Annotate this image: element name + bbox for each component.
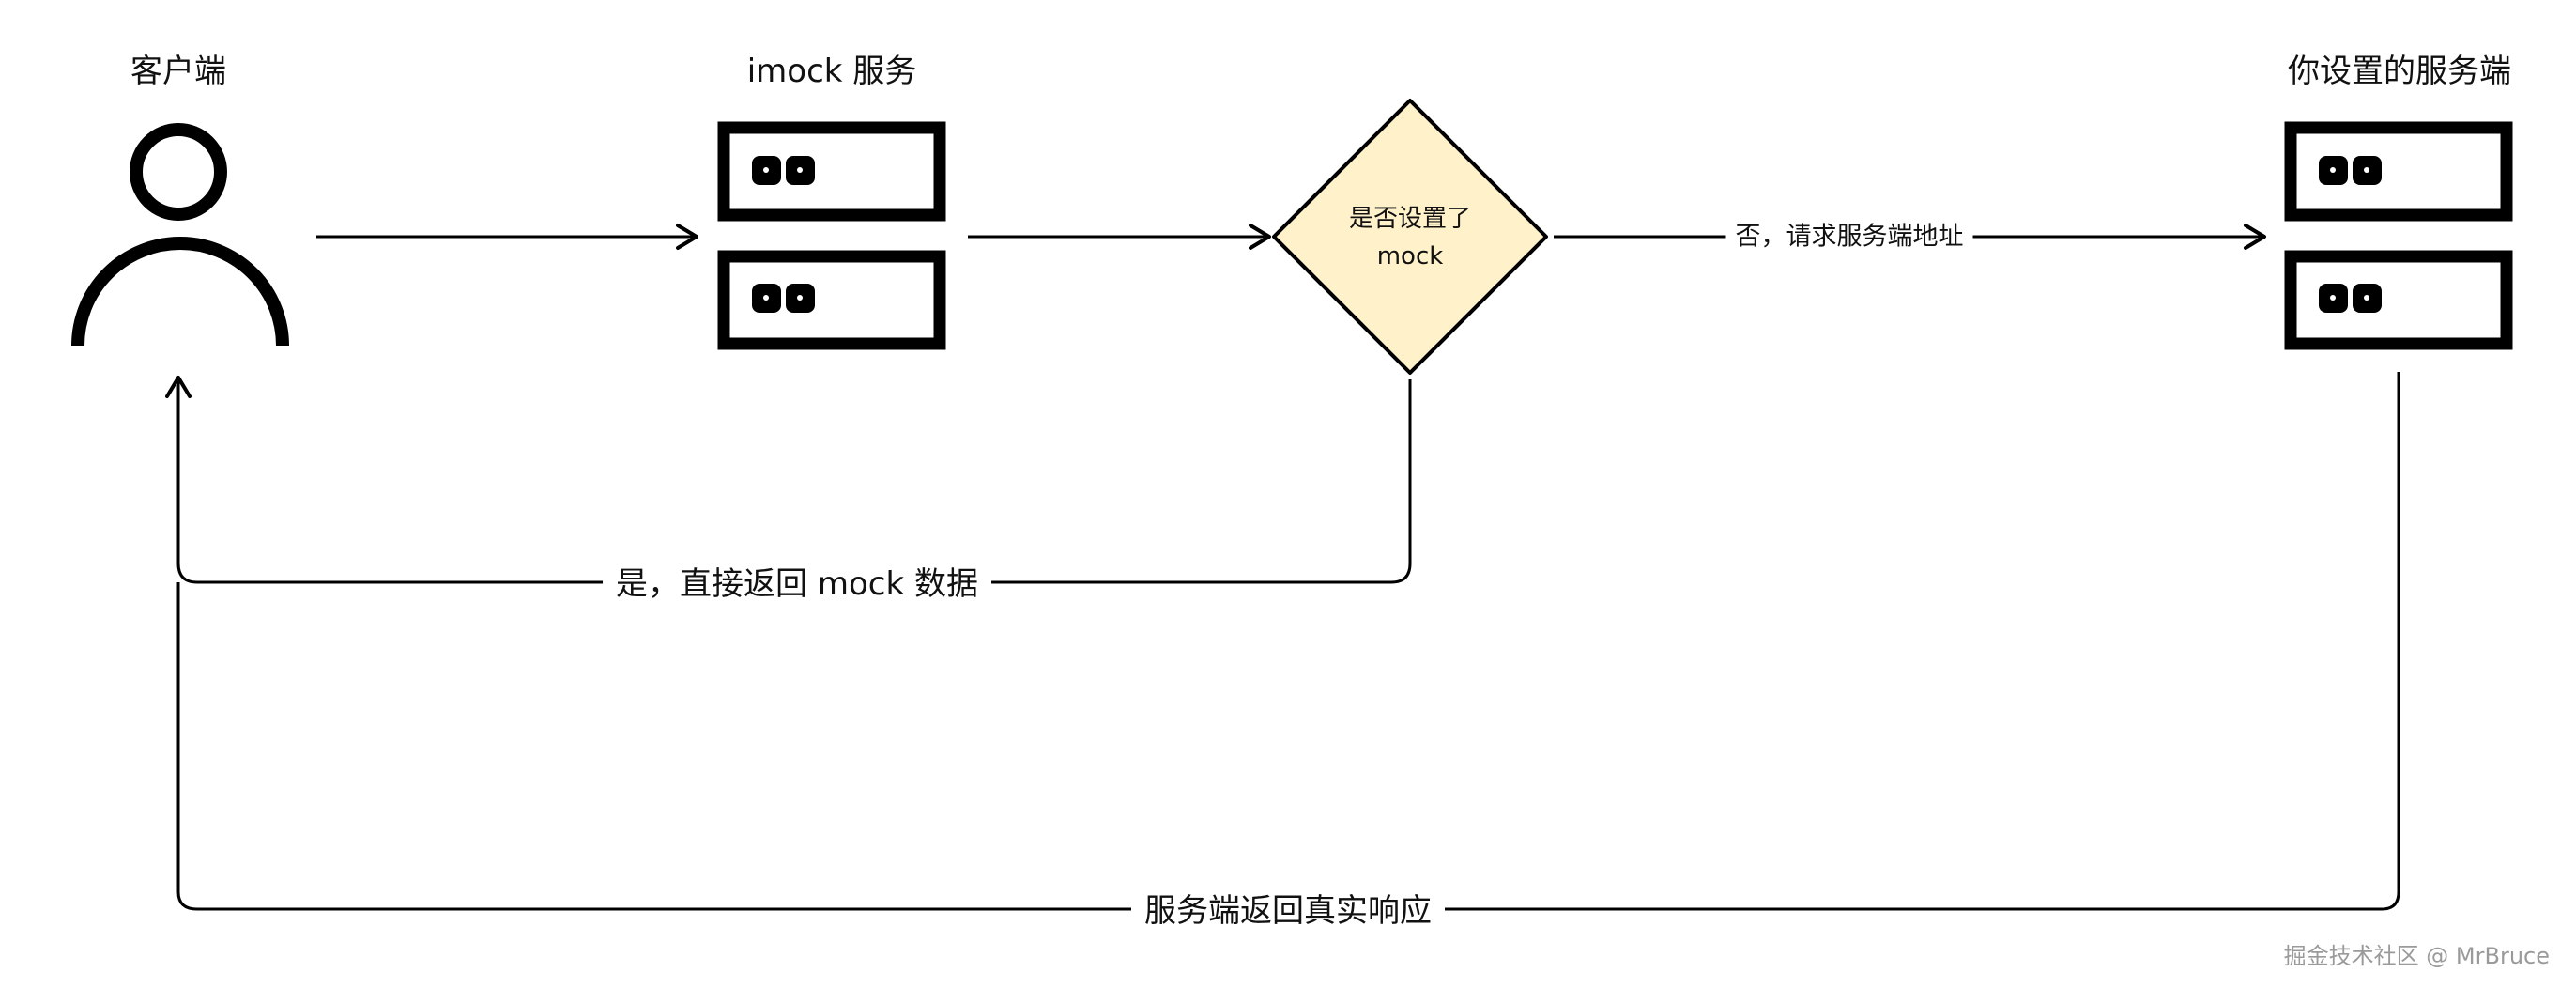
edge-label-server-response: 服务端返回真实响应 xyxy=(1131,895,1445,927)
edge-label-yes-return-mock: 是，直接返回 mock 数据 xyxy=(603,568,991,600)
person-icon xyxy=(71,123,289,347)
server-icon xyxy=(2284,121,2513,350)
decision-label: 是否设置了 mock xyxy=(1326,200,1495,275)
client-title: 客户端 xyxy=(130,53,226,90)
imock-service-title: imock 服务 xyxy=(746,53,917,90)
path-yes-return-mock xyxy=(165,376,1412,584)
server-icon xyxy=(717,121,946,350)
your-server-title: 你设置的服务端 xyxy=(2288,53,2511,90)
decision-label-line2: mock xyxy=(1376,242,1444,270)
edge-label-no-request: 否，请求服务端地址 xyxy=(1725,224,1973,250)
decision-diamond xyxy=(1272,99,1548,375)
decision-label-line1: 是否设置了 xyxy=(1348,205,1471,233)
watermark: 掘金技术社区 @ MrBruce xyxy=(2283,943,2550,969)
path-server-response xyxy=(176,372,2400,911)
